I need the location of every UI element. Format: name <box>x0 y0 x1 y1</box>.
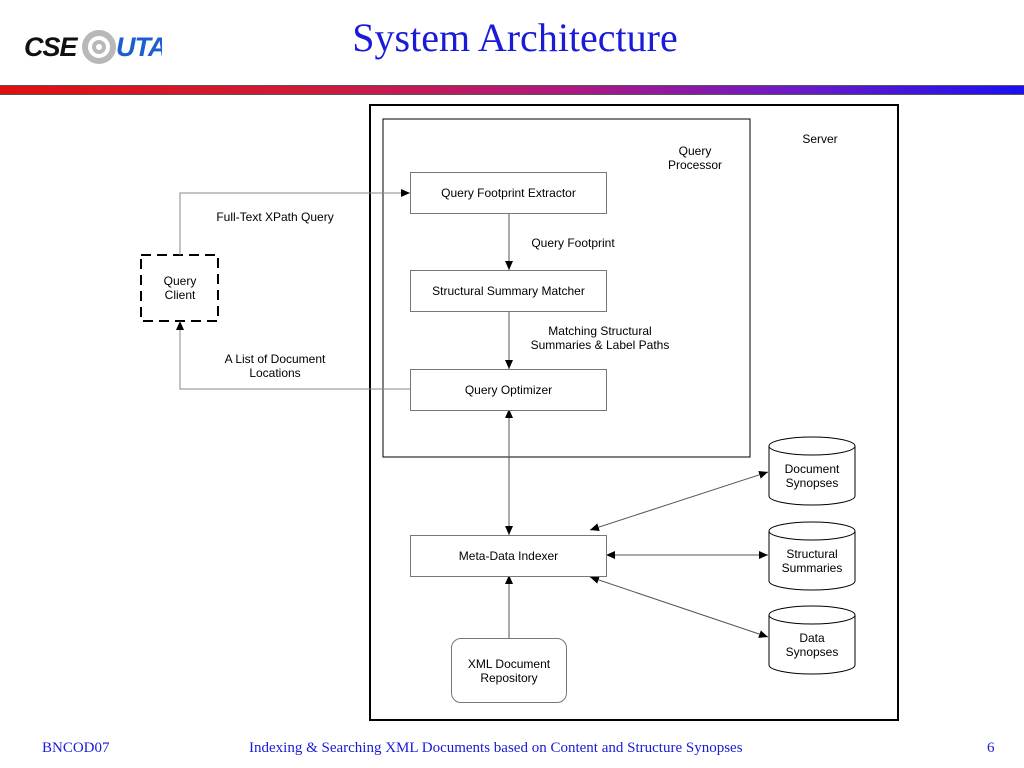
fulltext-query-edge <box>179 189 410 255</box>
title-divider-bar <box>0 85 1024 95</box>
query-processor-label: Query Processor <box>667 144 723 172</box>
svg-text:UTA: UTA <box>116 32 162 62</box>
footer-title: Indexing & Searching XML Documents based… <box>249 740 743 756</box>
structural-summaries-label: Structural Summaries <box>781 547 843 575</box>
query-footprint-extractor-node: Query Footprint Extractor <box>410 172 607 214</box>
meta-data-indexer-node: Meta-Data Indexer <box>410 535 607 577</box>
server-box <box>369 104 899 721</box>
document-synopses-cylinder <box>768 436 856 506</box>
xml-document-repository-node: XML Document Repository <box>451 638 567 703</box>
query-processor-box <box>382 118 751 458</box>
indexer-docsyn-edge <box>589 470 769 532</box>
data-synopses-cylinder <box>768 605 856 675</box>
footer-conference: BNCOD07 <box>42 740 110 756</box>
structural-summary-matcher-node: Structural Summary Matcher <box>410 270 607 312</box>
query-client-label: Query Client <box>163 274 197 302</box>
structural-summaries-cylinder <box>768 521 856 591</box>
svg-text:CSE: CSE <box>24 32 79 62</box>
footer-page-number: 6 <box>987 740 995 756</box>
slide-title: System Architecture <box>352 15 678 60</box>
document-locations-label: A List of Document Locations <box>224 352 326 380</box>
matching-structural-summaries-label: Matching Structural Summaries & Label Pa… <box>530 324 670 352</box>
indexer-datasyn-edge <box>589 576 769 638</box>
document-synopses-label: Document Synopses <box>784 462 840 490</box>
query-footprint-label: Query Footprint <box>531 236 615 250</box>
cse-uta-logo: CSE UTA <box>22 20 168 70</box>
data-synopses-label: Data Synopses <box>785 631 839 659</box>
fulltext-xpath-query-label: Full-Text XPath Query <box>216 210 334 224</box>
server-label: Server <box>802 132 838 146</box>
query-optimizer-node: Query Optimizer <box>410 369 607 411</box>
doc-locations-edge <box>176 321 410 390</box>
